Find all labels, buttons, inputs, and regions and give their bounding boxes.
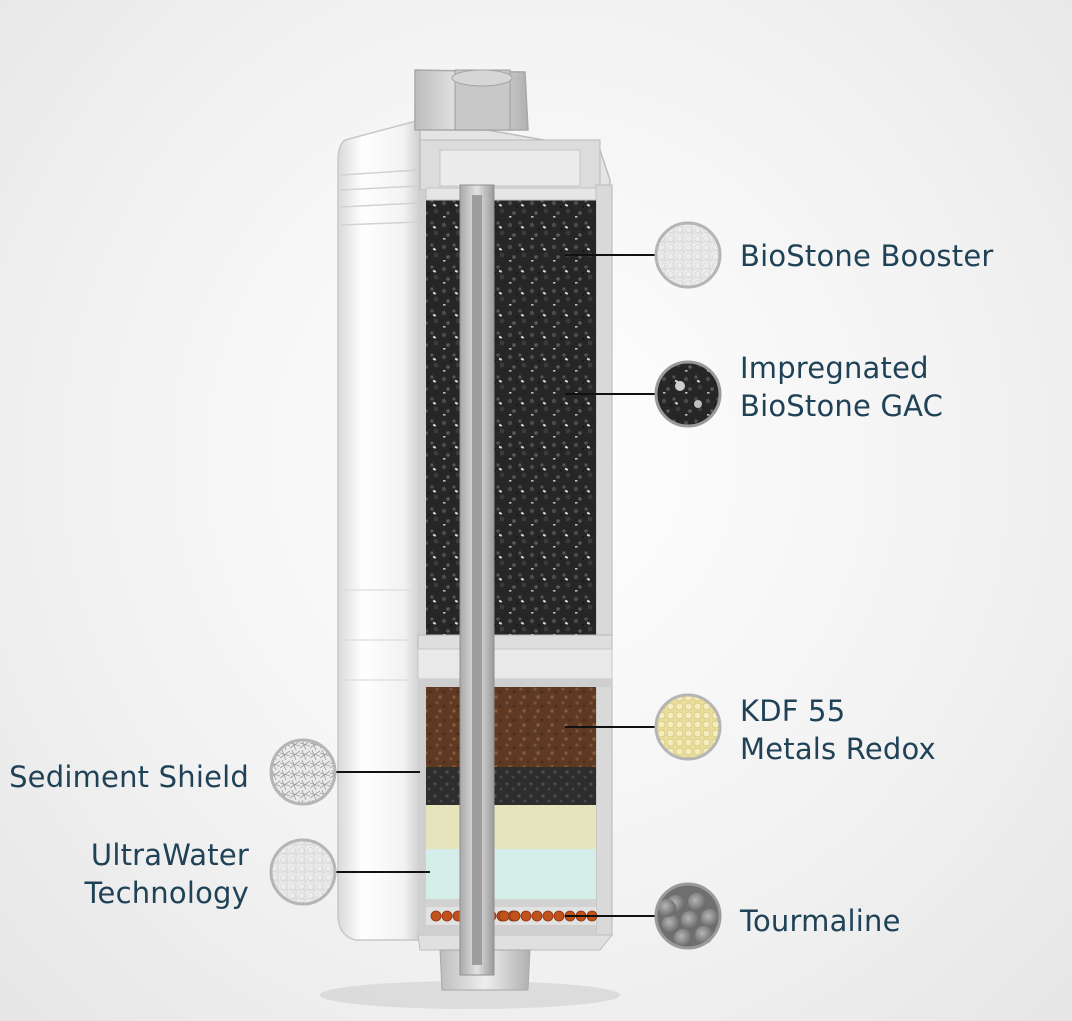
tourmaline-swatch-bead xyxy=(674,929,692,947)
lower-divider xyxy=(426,899,596,907)
tourmaline-bead xyxy=(520,910,532,922)
tourmaline-swatch-bead xyxy=(681,911,699,929)
label-line: BioStone Booster xyxy=(740,239,994,273)
tourmaline-swatch-bead xyxy=(701,909,719,927)
foam-layer xyxy=(426,805,596,849)
label-kdf55: KDF 55 Metals Redox xyxy=(740,692,936,768)
label-line: Sediment Shield xyxy=(9,760,249,794)
bottom-plate xyxy=(426,925,596,935)
tourmaline-bead xyxy=(430,910,442,922)
label-line: UltraWater xyxy=(90,838,249,872)
label-line: KDF 55 xyxy=(740,694,846,728)
tourmaline-bead xyxy=(531,910,543,922)
leader-lines xyxy=(335,254,656,917)
central-tube xyxy=(459,184,495,976)
inner-wall-left xyxy=(418,190,426,935)
activated-carbon-swatch-icon xyxy=(654,360,722,428)
tourmaline-beads-swatch-icon xyxy=(654,882,722,950)
label-biostone-booster: BioStone Booster xyxy=(740,237,993,275)
ceramic-ball-swatch-icon xyxy=(269,838,337,906)
white-granule-swatch-icon xyxy=(654,221,722,289)
label-line: Tourmaline xyxy=(740,904,901,938)
tourmaline-swatch-bead xyxy=(688,893,706,911)
tourmaline-bead xyxy=(542,910,554,922)
ground-shadow xyxy=(320,981,620,1009)
label-line: Impregnated xyxy=(740,351,929,385)
fiber-mesh-swatch-icon xyxy=(269,738,337,806)
tourmaline-bead xyxy=(509,910,521,922)
label-line: Metals Redox xyxy=(740,732,936,766)
tourmaline-swatch-bead xyxy=(658,899,676,917)
stage-separator xyxy=(417,634,613,687)
tourmaline-swatch-bead xyxy=(662,915,680,933)
label-line: Technology xyxy=(84,876,249,910)
label-line: BioStone GAC xyxy=(740,389,944,423)
kdf-granule-swatch-icon xyxy=(654,693,722,761)
label-sediment-shield: Sediment Shield xyxy=(9,758,249,796)
sediment-layer xyxy=(426,767,596,805)
tourmaline-bead xyxy=(498,910,510,922)
filter-housing xyxy=(337,69,614,991)
label-tourmaline: Tourmaline xyxy=(740,902,901,940)
label-ultrawater: UltraWater Technology xyxy=(85,836,249,912)
tourmaline-bead xyxy=(553,910,565,922)
tourmaline-bead xyxy=(441,910,453,922)
tourmaline-swatch-bead xyxy=(695,926,713,944)
label-impregnated-gac: Impregnated BioStone GAC xyxy=(740,349,943,425)
ultrawater-layer xyxy=(426,849,596,899)
